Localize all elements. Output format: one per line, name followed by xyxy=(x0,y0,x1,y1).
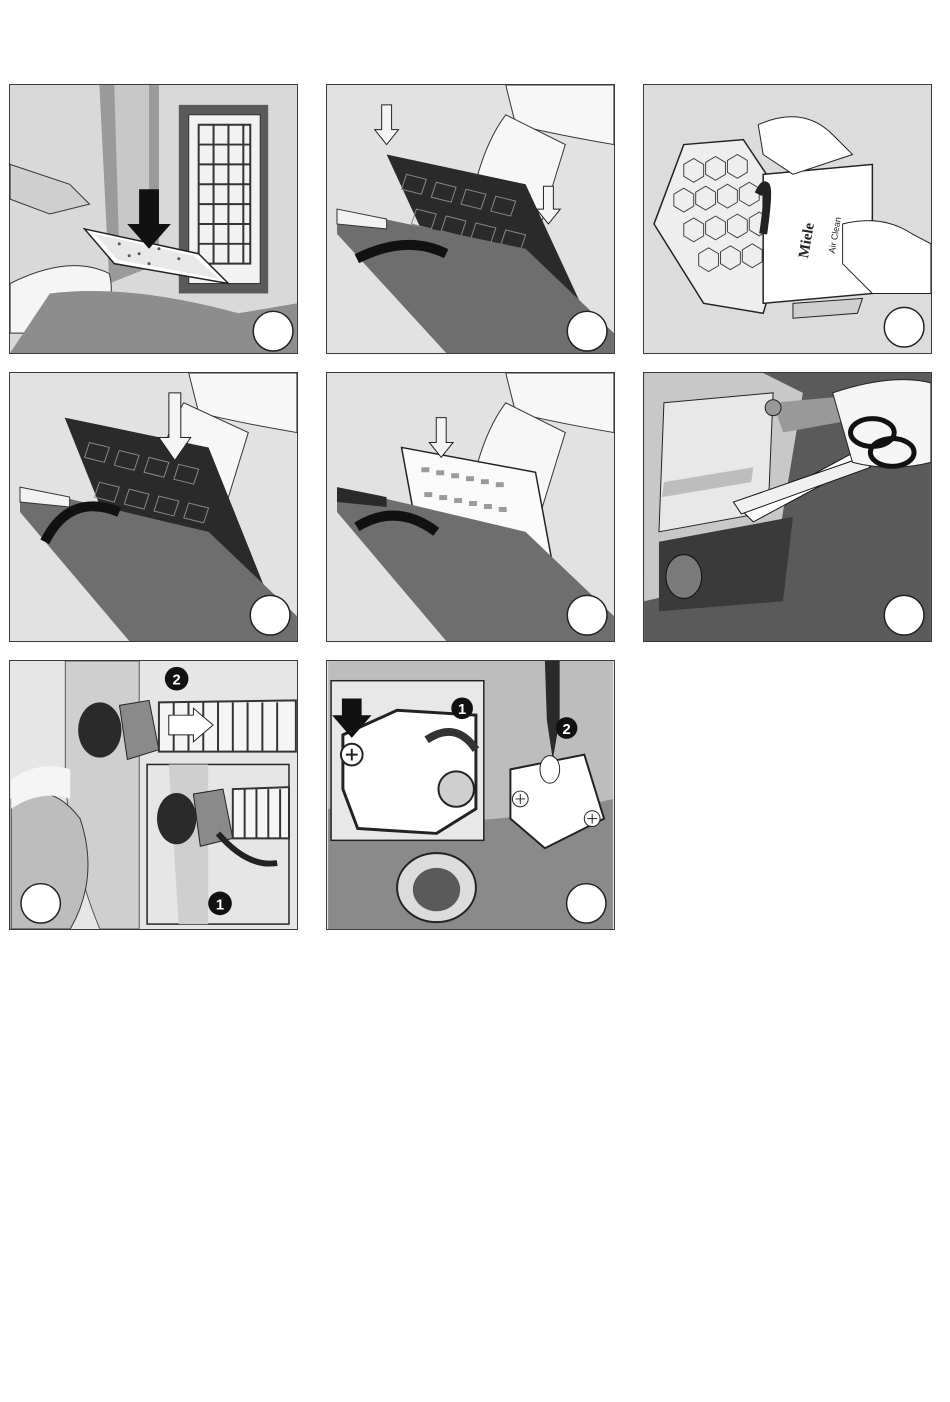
step-circle xyxy=(884,595,924,635)
step-circle xyxy=(253,311,293,351)
figure-insert-motor-filter xyxy=(9,84,298,354)
figure-detach-hose: 2 1 xyxy=(9,660,298,930)
step-circle xyxy=(567,595,607,635)
figure-remove-screws: 2 1 xyxy=(326,660,615,930)
step-circle xyxy=(884,307,924,347)
figure-lift-filter-frame xyxy=(326,84,615,354)
callout-2-label: 2 xyxy=(173,673,181,689)
detach-hose-illustration: 2 1 xyxy=(10,661,297,929)
callout-1-label: 1 xyxy=(216,897,224,913)
callout-1-label: 1 xyxy=(458,702,466,718)
step-circle xyxy=(567,311,607,351)
figure-remove-exhaust-filter xyxy=(326,372,615,642)
cut-threads-brushroll-illustration xyxy=(644,373,931,641)
air-clean-filter-pack-illustration: Miele Air Clean xyxy=(644,85,931,353)
lift-filter-frame-illustration xyxy=(327,85,614,353)
step-circle xyxy=(567,884,606,923)
figure-close-filter-frame xyxy=(9,372,298,642)
figure-cut-threads-brushroll xyxy=(643,372,932,642)
callout-2-label: 2 xyxy=(562,722,570,738)
insert-motor-filter-illustration xyxy=(10,85,297,353)
close-filter-frame-illustration xyxy=(10,373,297,641)
remove-exhaust-filter-illustration xyxy=(327,373,614,641)
figure-air-clean-filter: Miele Air Clean xyxy=(643,84,932,354)
remove-screws-illustration: 2 1 xyxy=(327,661,614,929)
step-circle xyxy=(21,884,60,923)
step-circle xyxy=(250,595,290,635)
